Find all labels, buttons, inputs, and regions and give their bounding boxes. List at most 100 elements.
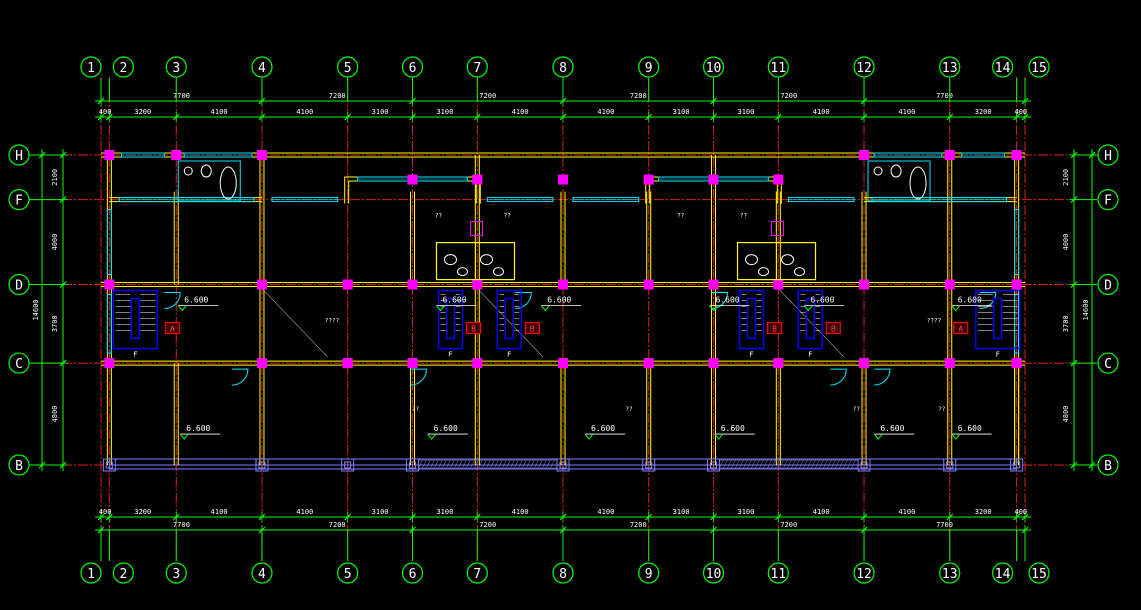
dim-text: 3100 [737,508,754,516]
railing-hatch [759,459,764,469]
level-tag: 6.600 [810,296,834,305]
railing-hatch [727,459,732,469]
stair-tag-box [953,321,969,335]
railing-hatch [474,459,479,469]
south-pier-inner [408,461,416,469]
dim-text-vertical: 4800 [51,406,59,423]
dim-text-vertical: 4000 [1062,234,1070,251]
grid-bubble-top-15-label: 15 [1031,61,1047,76]
level-tag: 6.600 [591,424,615,433]
sink-right [873,166,883,176]
stair-well [974,289,1021,350]
south-pier-inner [946,461,954,469]
grid-bubble-top-9 [638,56,660,78]
grid-bubble-bottom-8 [552,562,574,584]
railing-hatch [795,459,800,469]
dim-text: 7700 [936,92,953,100]
dim-text: 7200 [479,521,496,529]
grid-bubble-top-14-label: 14 [995,61,1011,76]
railing-hatch [510,459,515,469]
stair-core [746,297,757,340]
toilet [781,254,795,266]
grid-bubble-right-H [1097,144,1119,166]
grid-bubble-left-B-label: B [15,459,23,474]
south-pier [255,458,269,472]
door-swing [874,368,891,386]
door-swing [231,368,249,386]
railing-hatch [735,459,740,469]
railing-hatch [506,459,511,469]
room-mark: ?? [412,406,420,413]
column [643,279,654,290]
column [256,358,267,369]
dim-text-vertical: 2100 [1062,169,1070,186]
dim-text: 7700 [173,92,190,100]
column [708,358,719,369]
stair-core [805,297,816,340]
railing-hatch [803,459,808,469]
level-marker [177,305,187,312]
railing-hatch [418,459,423,469]
grid-bubble-right-C-label: C [1104,357,1112,372]
door-swing [711,292,729,310]
dim-text-vertical: 4000 [51,234,59,251]
grid-bubble-left-D-label: D [15,279,23,294]
dim-text: 3200 [134,108,151,116]
column [558,174,568,185]
grid-bubble-bottom-10-label: 10 [706,567,722,582]
railing-hatch [791,459,796,469]
railing-hatch [482,459,487,469]
stair-tag-text: B [530,325,535,334]
dim-text: 400 [1014,508,1027,516]
grid-bubble-bottom-3-label: 3 [172,567,180,582]
dim-text-vertical: 4800 [1062,406,1070,423]
railing-hatch [486,459,491,469]
grid-bubble-bottom-7-label: 7 [473,567,481,582]
stair-tag-text: B [831,325,836,334]
dim-text: 7200 [329,521,346,529]
grid-bubble-left-B [8,454,30,476]
south-pier-inner [1013,461,1021,469]
column [1011,150,1022,160]
railing-hatch [422,459,427,469]
dim-text: 4100 [813,108,830,116]
dim-text: 3100 [372,508,389,516]
dim-text: 400 [99,508,112,516]
stair-tag-box [465,321,482,335]
stair-floor-mark: F [448,351,452,359]
railing-hatch [831,459,836,469]
railing-hatch [747,459,752,469]
railing-hatch [454,459,459,469]
column [643,358,654,369]
stair-floor-mark: F [507,351,511,359]
railing-hatch [767,459,772,469]
grid-bubble-right-B-label: B [1104,459,1112,474]
grid-bubble-right-C [1097,352,1119,374]
railing-hatch [446,459,451,469]
grid-bubble-bottom-5-label: 5 [344,567,352,582]
window-vertical [106,294,112,354]
toilet-left [200,164,212,178]
column [773,279,784,290]
south-pier [102,458,116,472]
column [472,358,483,369]
dim-text: 4100 [813,508,830,516]
level-tag: 6.600 [958,424,982,433]
column [944,150,955,160]
level-tag: 6.600 [547,296,571,305]
grid-bubble-left-H [8,144,30,166]
room-mark: ?? [938,406,946,413]
level-tag: 6.600 [184,296,208,305]
grid-bubble-top-5 [337,56,359,78]
dim-text: 3200 [975,508,992,516]
grid-bubble-left-F-label: F [15,194,23,209]
railing-hatch [823,459,828,469]
structural-columns [102,150,1024,472]
column [773,358,784,369]
dim-text: 3100 [673,108,690,116]
toilet [443,254,457,266]
railing-hatch [839,459,844,469]
railing-hatch [755,459,760,469]
railing-hatch [490,459,495,469]
